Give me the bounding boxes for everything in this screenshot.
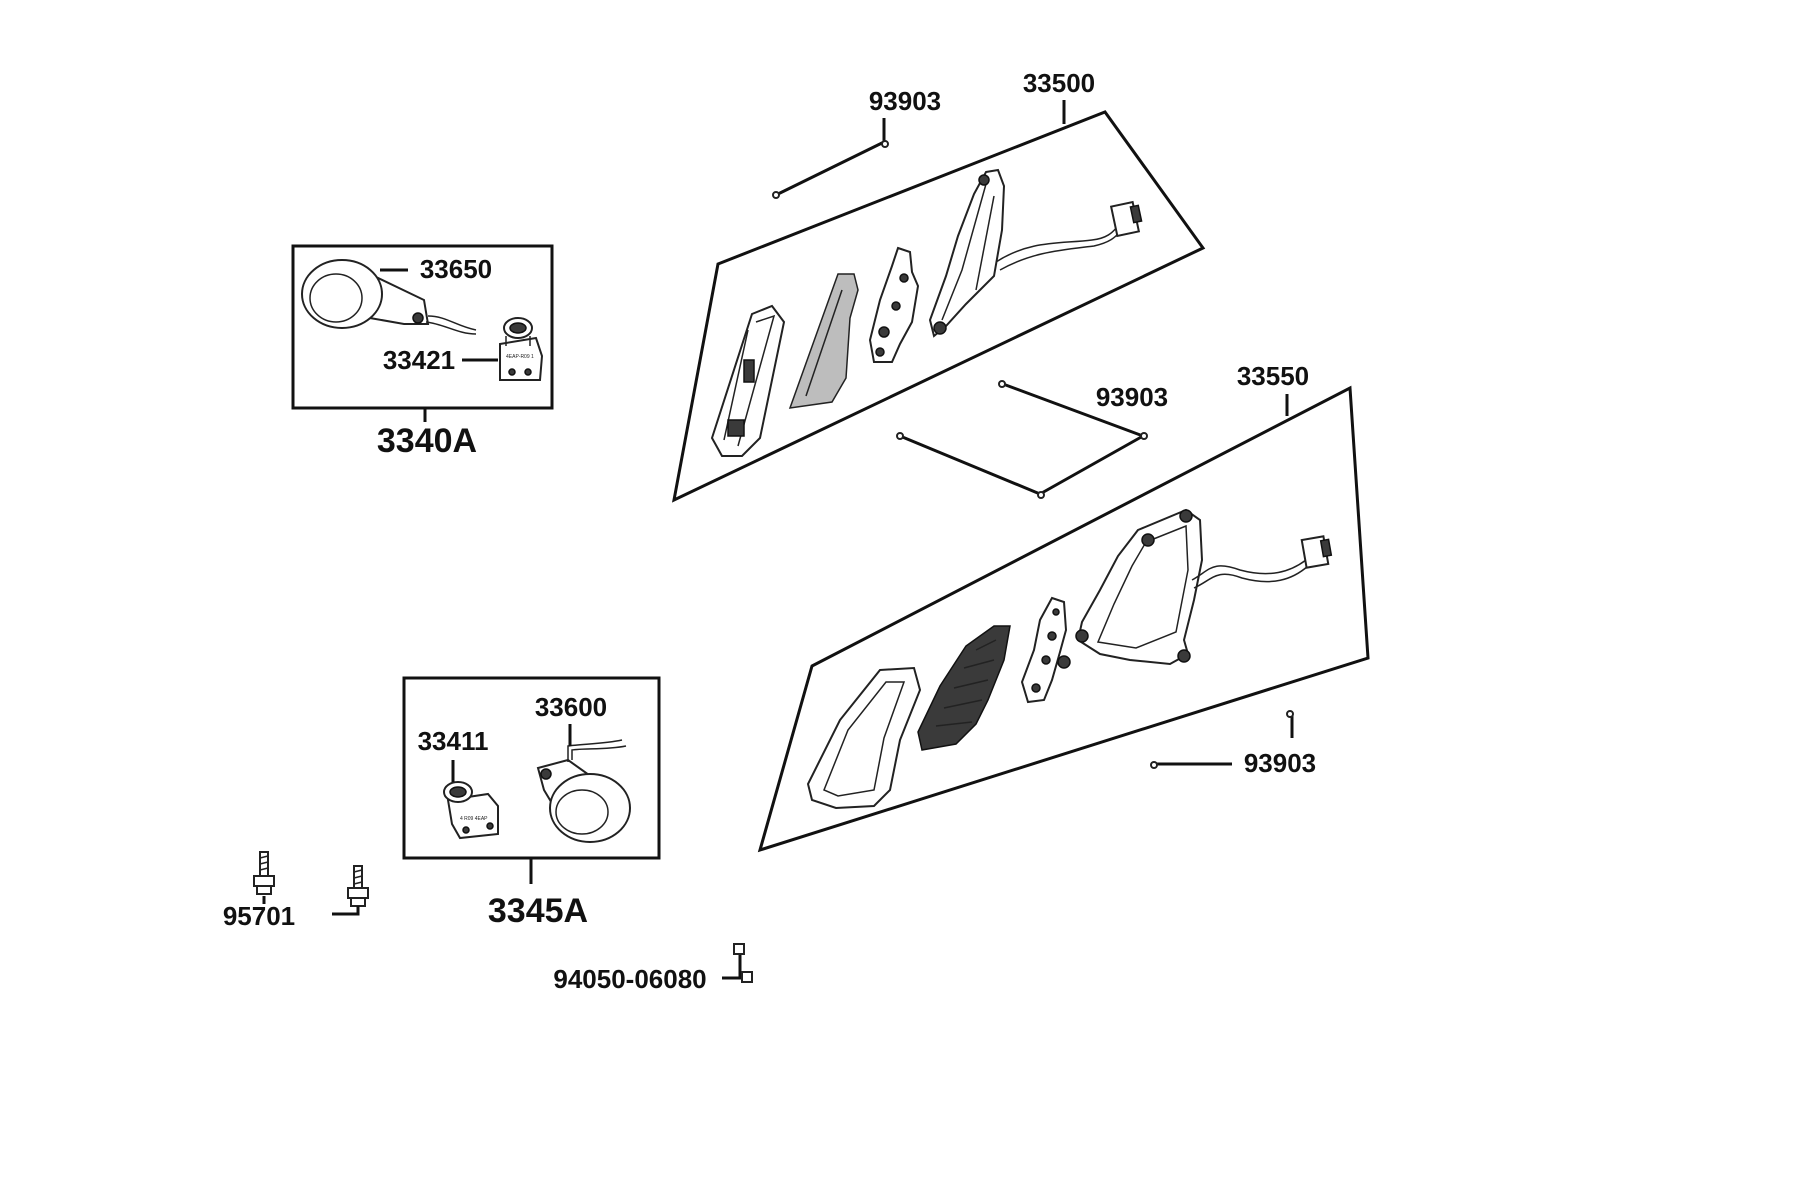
screw-94050-head-bottom — [741, 971, 753, 983]
screw-head-mid-a — [998, 380, 1006, 388]
label-33411: 33411 — [418, 726, 489, 756]
screw-tip-top — [772, 191, 780, 199]
kit-3340A-frame — [291, 244, 554, 410]
bracket-stamp-lower: 4 R09 4EAP — [460, 816, 488, 822]
label-33650: 33650 — [420, 254, 492, 284]
lamp-33650-part — [301, 259, 477, 335]
bracket-stamp-upper: 4EAP-R09 1 — [506, 354, 534, 360]
label-33421: 33421 — [383, 345, 455, 375]
front-led-board-part — [868, 246, 920, 363]
kit-3345A: 3345A 33600 4 R09 4EAP 33411 — [402, 676, 661, 930]
screw-93903-low: 93903 — [1150, 710, 1316, 778]
label-94050-06080: 94050-06080 — [553, 964, 706, 994]
label-93903-mid: 93903 — [1096, 382, 1168, 412]
screw-head-mid-c — [896, 432, 904, 440]
screw-94050-head-top — [733, 943, 745, 955]
rear-led-board-part — [1020, 596, 1071, 704]
screw-shaft-mid-c — [899, 434, 1041, 496]
rear-housing-part — [1075, 508, 1333, 666]
screw-head-mid-d — [1037, 491, 1045, 499]
assembly-33500: 33500 — [671, 68, 1206, 503]
label-33500: 33500 — [1023, 68, 1095, 98]
screw-head-low-b — [1150, 761, 1158, 769]
rear-lens-part — [806, 666, 922, 810]
screw-head-top — [881, 140, 889, 148]
label-33600: 33600 — [535, 692, 607, 722]
screw-shaft-mid-b — [1039, 434, 1144, 496]
front-reflector-part — [788, 273, 859, 409]
assembly-33550: 33550 — [757, 361, 1370, 853]
lamp-33600-part — [536, 739, 631, 843]
bolt-95701-b — [347, 865, 369, 907]
label-93903-top: 93903 — [869, 86, 941, 116]
kit-3340A: 3340A 33650 4EAP-R09 1 33421 — [291, 244, 554, 460]
label-93903-low: 93903 — [1244, 748, 1316, 778]
screw-shaft-mid-a — [1002, 382, 1144, 438]
screw-93903-mid: 93903 — [896, 380, 1168, 499]
assembly-33550-frame — [757, 385, 1370, 853]
screw-head-low-a — [1286, 710, 1294, 718]
bracket-33421-part: 4EAP-R09 1 — [499, 317, 544, 381]
label-3345A: 3345A — [488, 892, 588, 930]
front-housing-part — [928, 168, 1143, 338]
front-lens-part — [710, 304, 786, 457]
screw-head-mid-b — [1140, 432, 1148, 440]
assembly-33500-frame — [671, 110, 1206, 503]
bolt-95701-a — [253, 851, 275, 895]
screw-shaft-top — [777, 140, 885, 196]
bolt-95701: 95701 — [223, 851, 369, 931]
leader-94050-06080 — [722, 952, 742, 980]
label-95701: 95701 — [223, 901, 295, 931]
bracket-33411-part: 4 R09 4EAP — [443, 781, 499, 840]
parts-diagram: 33500 — [223, 68, 1370, 994]
label-3340A: 3340A — [377, 422, 477, 460]
label-33550: 33550 — [1237, 361, 1309, 391]
screw-93903-top: 93903 — [772, 86, 941, 199]
leader-95701-b — [332, 906, 360, 916]
screw-94050-06080: 94050-06080 — [553, 943, 753, 994]
rear-reflector-part — [917, 625, 1011, 751]
